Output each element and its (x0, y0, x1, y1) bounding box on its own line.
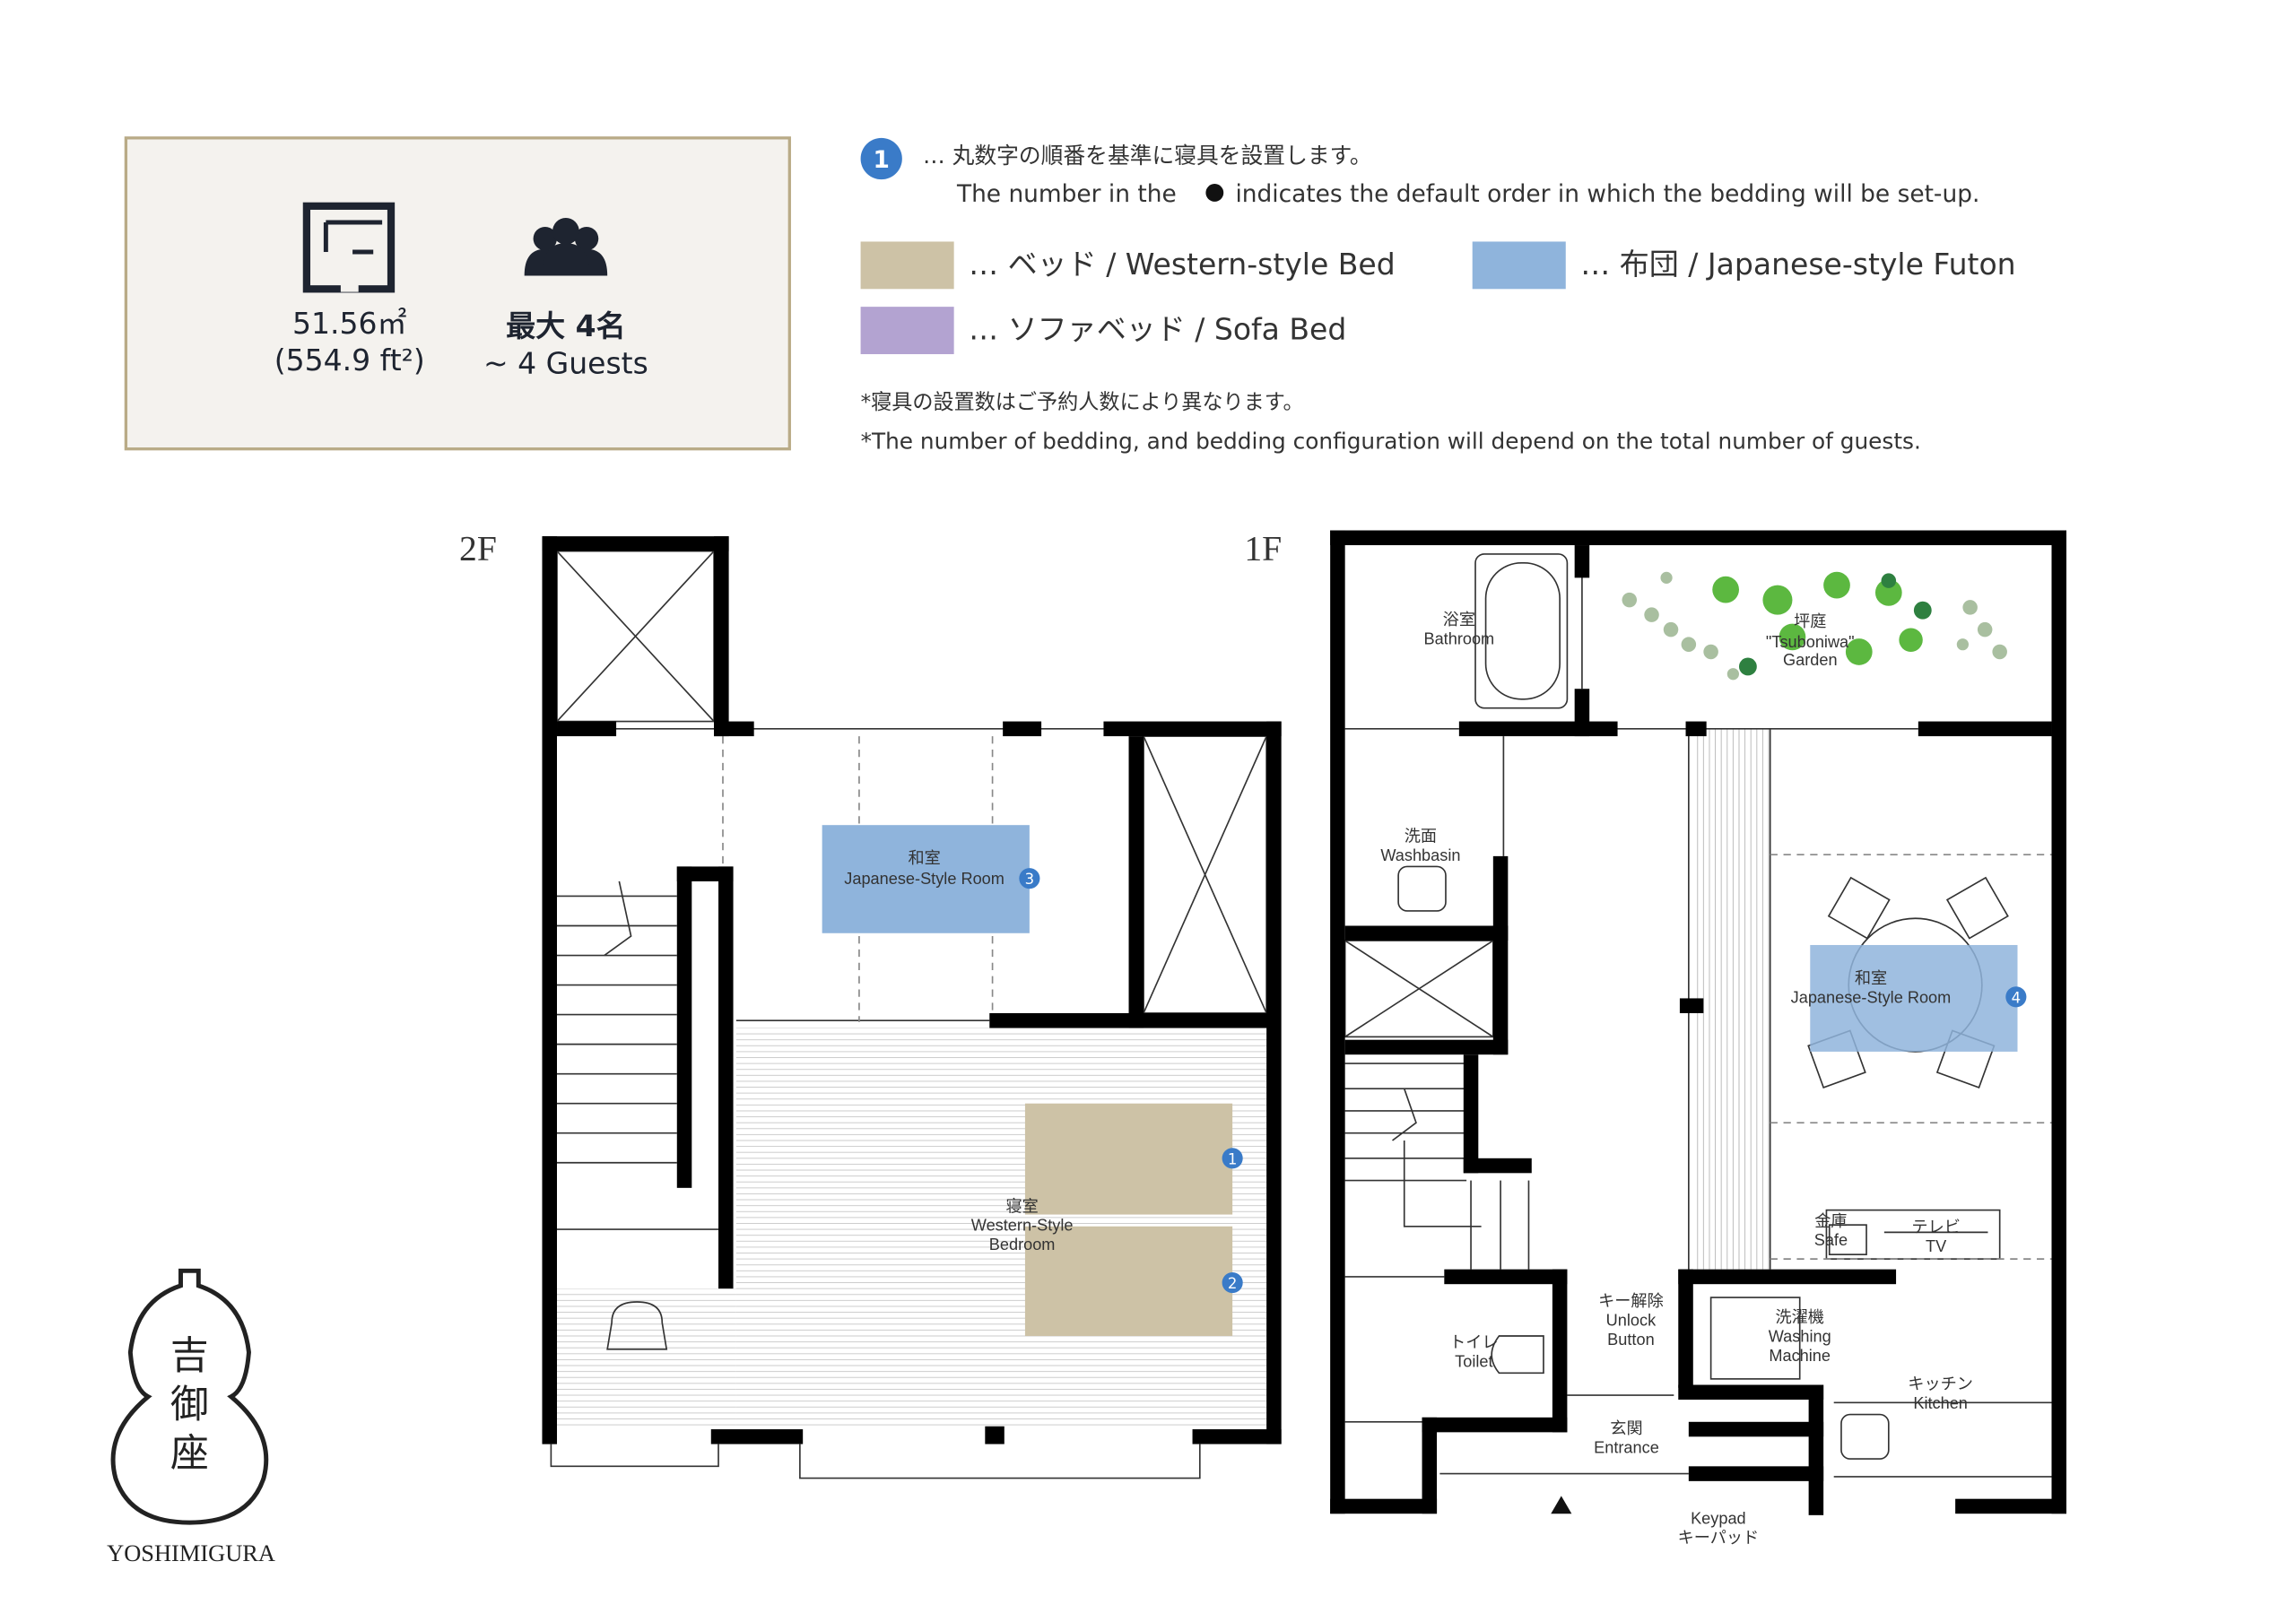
floor-1f-title: 1F (1244, 529, 1282, 568)
entrance-label-jp: 玄関 (1610, 1419, 1642, 1437)
legend: 1 … 丸数字の順番を基準に寝具を設置します。 The number in th… (860, 137, 2016, 455)
logo-kanji-1: 吉 (170, 1333, 209, 1378)
bed-1 (1024, 1103, 1233, 1215)
logo-name: YOSHIMIGURA (107, 1540, 275, 1566)
kitchen-label-en: Kitchen (1913, 1394, 1968, 1412)
jp-room-2f-label-jp: 和室 (908, 849, 940, 867)
order-note-en-pre: The number in the (956, 180, 1177, 208)
floor-2f-plan: 2F 和室 Japanese-Style R (459, 529, 1282, 1479)
logo-kanji-3: 座 (170, 1431, 209, 1476)
bedroom-label-en1: Western-Style (971, 1217, 1074, 1235)
futon-swatch (1472, 241, 1566, 290)
futon-2f (822, 825, 1030, 933)
note-jp: *寝具の設置数はご予約人数により異なります。 (861, 391, 1304, 414)
capacity-jp: 最大 4名 (506, 308, 626, 343)
washing-label-en2: Machine (1769, 1347, 1831, 1365)
safe-label-en: Safe (1814, 1231, 1848, 1249)
floor-2f-title: 2F (459, 529, 497, 568)
toilet-label-jp: トイレ (1449, 1333, 1498, 1351)
guests-icon (524, 218, 608, 276)
tv-label-en: TV (1926, 1237, 1947, 1255)
bed-legend-label: … ベッド / Western-style Bed (969, 247, 1396, 282)
order-badge-number: 1 (874, 146, 890, 174)
garden-label-en1: "Tsuboniwa" (1766, 633, 1855, 651)
floor-1f-plan: 1F (1244, 529, 2066, 1547)
jp-room-2f-label-en: Japanese-Style Room (844, 870, 1004, 888)
futon-legend-label: … 布団 / Japanese-style Futon (1580, 247, 2015, 282)
logo-kanji-2: 御 (170, 1383, 209, 1427)
entrance-marker-icon (1551, 1496, 1572, 1514)
unlock-label-jp: キー解除 (1598, 1292, 1664, 1310)
note-en: *The number of bedding, and bedding conf… (861, 429, 1921, 455)
kitchen-label-jp: キッチン (1908, 1375, 1973, 1392)
bedroom-label-en2: Bedroom (989, 1236, 1056, 1253)
badge-1-number: 1 (1228, 1150, 1238, 1167)
order-note-jp: … 丸数字の順番を基準に寝具を設置します。 (923, 143, 1372, 169)
jp-room-1f-label-en: Japanese-Style Room (1791, 988, 1952, 1006)
summary-box: 51.56㎡ (554.9 ft²) 最大 4名 ~ 4 Guests (124, 136, 791, 451)
washbasin-label-en: Washbasin (1380, 846, 1460, 864)
order-badge-icon (860, 137, 902, 180)
garden-label-en2: Garden (1783, 651, 1838, 669)
sofabed-swatch (860, 307, 954, 354)
order-note-en-post: indicates the default order in which the… (1235, 180, 1979, 208)
futon-1f (1810, 944, 2018, 1052)
area-sqft: (554.9 ft²) (274, 343, 425, 377)
bedding-badge-1 (1222, 1148, 1243, 1169)
safe-label-jp: 金庫 (1814, 1212, 1847, 1230)
bed-swatch (860, 241, 954, 290)
jp-room-1f-label-jp: 和室 (1855, 969, 1887, 987)
unlock-label-en1: Unlock (1606, 1311, 1657, 1329)
garden-plants-icon (1622, 571, 2007, 681)
badge-3-number: 3 (1025, 871, 1035, 888)
bed-2 (1024, 1226, 1233, 1336)
area-sqm: 51.56㎡ (292, 306, 407, 341)
badge-2-number: 2 (1228, 1275, 1238, 1292)
keypad-label-jp: キーパッド (1678, 1529, 1760, 1547)
bedding-badge-4 (2005, 986, 2027, 1008)
bathroom-label-jp: 浴室 (1443, 611, 1475, 629)
toilet-label-en: Toilet (1455, 1353, 1492, 1371)
washing-label-en1: Washing (1769, 1328, 1831, 1346)
unlock-label-en2: Button (1607, 1331, 1655, 1349)
capacity-en: ~ 4 Guests (483, 345, 648, 380)
washbasin-label-jp: 洗面 (1405, 827, 1437, 845)
bathroom-label-en: Bathroom (1423, 630, 1494, 648)
garden-label-jp: 坪庭 (1794, 612, 1826, 630)
filled-circle-icon (1205, 184, 1224, 202)
bedroom-label-jp: 寝室 (1005, 1197, 1038, 1215)
bedding-badge-2 (1222, 1271, 1243, 1294)
bedding-badge-3 (1019, 868, 1040, 889)
washing-label-jp: 洗濯機 (1775, 1308, 1823, 1326)
badge-4-number: 4 (2012, 989, 2022, 1006)
floorplan-icon (302, 202, 396, 293)
yoshimigura-logo: 吉 御 座 YOSHIMIGURA (107, 1268, 275, 1566)
keypad-label-en: Keypad (1691, 1510, 1746, 1528)
tv-label-jp: テレビ (1911, 1218, 1960, 1236)
sofabed-legend-label: … ソファベッド / Sofa Bed (969, 311, 1346, 346)
entrance-label-en: Entrance (1594, 1438, 1659, 1456)
